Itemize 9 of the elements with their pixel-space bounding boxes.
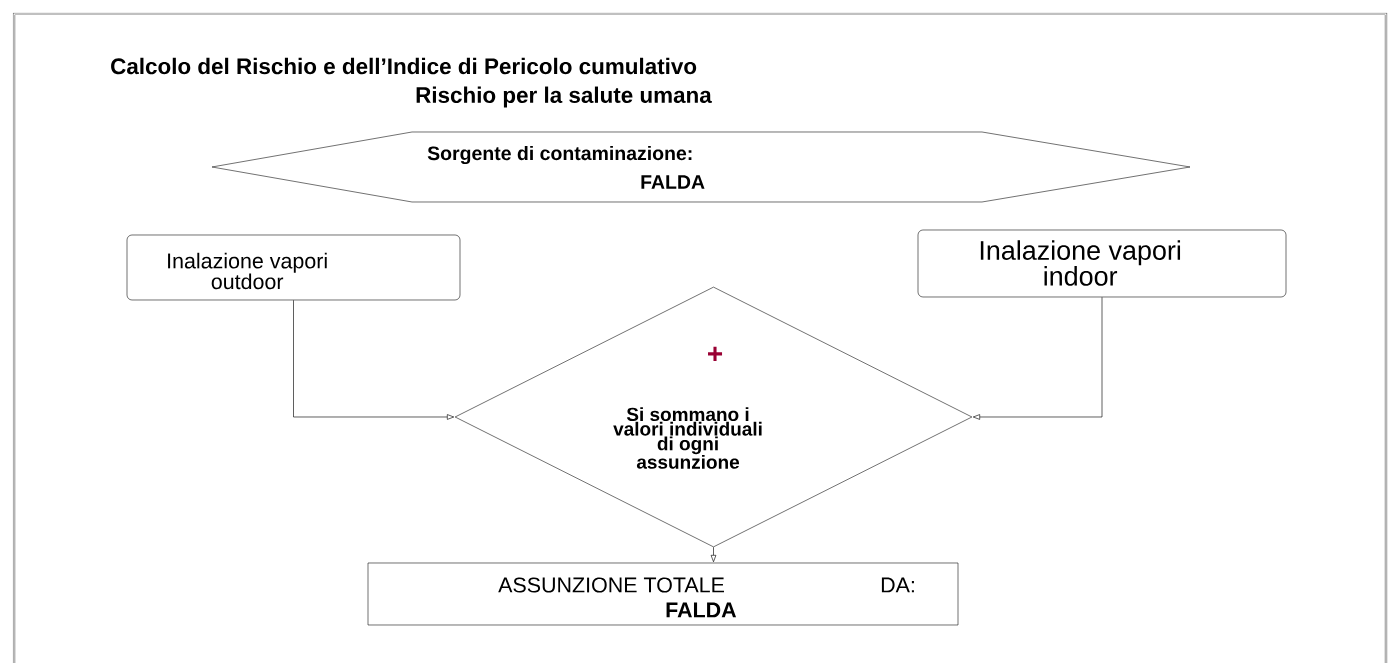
arrow [293, 299, 455, 420]
hexagon-banner: Sorgente di contaminazione: FALDA [211, 131, 1191, 203]
subtitle: Rischio per la salute umana [416, 86, 712, 108]
arrow [710, 546, 717, 563]
arrow [972, 296, 1103, 420]
rounded-box: Inalazione vapori indoor [917, 229, 1287, 298]
rounded-box: Inalazione vapori outdoor [126, 234, 461, 301]
result-box: ASSUNZIONE TOTALE DA: FALDA [367, 562, 959, 626]
title: Calcolo del Rischio e dell’Indice di Pericolo cumulativo [111, 57, 697, 75]
